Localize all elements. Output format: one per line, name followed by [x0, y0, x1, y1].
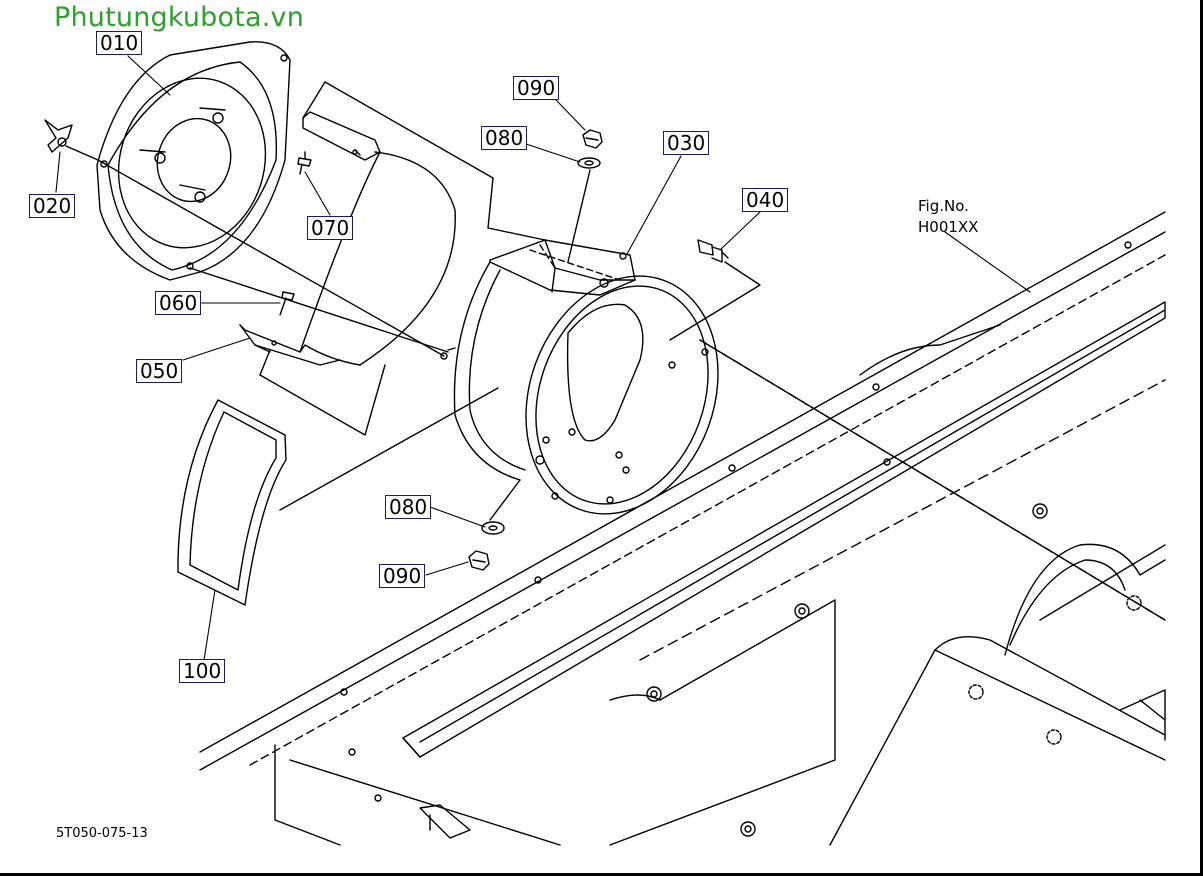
callout-090-bottom: 090 — [379, 564, 426, 588]
figure-number: H001XX — [918, 218, 979, 236]
callout-070: 070 — [307, 216, 354, 240]
callout-090-top: 090 — [513, 76, 560, 100]
cover-plate-010 — [96, 41, 291, 281]
nut-090-top — [582, 129, 603, 149]
shroud-plate-050 — [239, 111, 456, 366]
gasket-100 — [177, 399, 287, 606]
fan-housing-030 — [440, 239, 719, 515]
callout-020: 020 — [29, 194, 76, 218]
figure-number-block: Fig.No. H001XX — [918, 196, 978, 238]
leader-lines — [55, 55, 1031, 661]
washer-080-bottom — [481, 521, 505, 535]
wing-bolt-020 — [44, 119, 99, 161]
callout-010: 010 — [96, 31, 143, 55]
screw-060 — [279, 291, 295, 316]
chassis-frame — [199, 211, 1166, 846]
callout-030: 030 — [663, 131, 710, 155]
nut-090-bottom — [468, 550, 490, 571]
watermark-text: Phutungkubota.vn — [54, 2, 305, 33]
nipple-040 — [697, 239, 729, 263]
callout-080-top: 080 — [481, 126, 528, 150]
callout-040: 040 — [742, 188, 789, 212]
washer-080-top — [577, 157, 601, 169]
drawing-code: 5T050-075-13 — [56, 826, 148, 841]
screw-070 — [297, 151, 312, 175]
chassis-hole-markers — [340, 241, 1142, 837]
callout-060: 060 — [155, 291, 202, 315]
assembly-lines — [97, 81, 1166, 621]
callout-080-bottom: 080 — [385, 495, 432, 519]
callout-100: 100 — [179, 659, 226, 683]
callout-050: 050 — [136, 359, 183, 383]
figure-title: Fig.No. — [918, 197, 969, 215]
